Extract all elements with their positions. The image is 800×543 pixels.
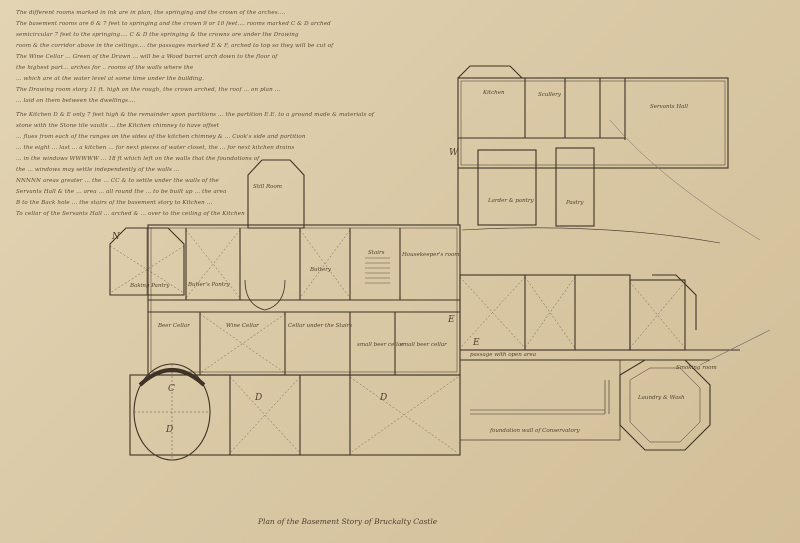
note-line: The different rooms marked in ink are in… <box>16 10 286 16</box>
east-wing <box>459 274 631 351</box>
plan-letter-c: C <box>168 384 175 394</box>
room-label-small-beer-cellar: small beer cellar <box>357 342 404 348</box>
plan-letter-w: W <box>449 148 459 158</box>
plan-letter-e: E <box>473 338 480 348</box>
octagon-tower <box>619 359 711 451</box>
room-label-cellar-under-stairs: Cellar under the Stairs <box>288 323 353 329</box>
oval-room-wall <box>138 368 206 387</box>
note-line: room & the corridor above in the ceiling… <box>16 43 334 49</box>
room-label-butlers-pantry: Butler's Pantry <box>188 282 230 288</box>
note-line: ... the eight ... last ... a kitchen ...… <box>16 145 295 151</box>
yard-path <box>461 227 721 244</box>
left-tower <box>109 227 185 296</box>
pencil-line <box>699 329 771 366</box>
room-label-cellar-2: small beer cellar <box>400 342 447 348</box>
note-line: ... which are at the water level at some… <box>16 76 204 82</box>
plan-letter-d: D <box>255 393 263 403</box>
room-label-kitchen: Kitchen <box>483 90 505 96</box>
east-room <box>629 279 686 351</box>
kitchen-wing-inner <box>460 80 726 166</box>
note-line: The Wine Cellar ... Green of the Drawn .… <box>16 54 278 60</box>
pastry-room <box>555 147 595 227</box>
note-line: NNNNN areas greater ... the ... CC & to … <box>16 178 219 184</box>
plan-letter-d: D <box>380 393 388 403</box>
east-bay <box>652 274 697 330</box>
lower-block <box>129 374 461 456</box>
note-line: To cellar of the Servants Hall ... arche… <box>16 211 245 217</box>
kitchen-wing-outline <box>457 77 729 169</box>
note-line: ... laid on them between the dwellings..… <box>16 98 136 104</box>
drawing-caption: Plan of the Basement Story of Bruckalty … <box>258 517 438 526</box>
note-line: B to the Back hole ... the stairs of the… <box>16 200 213 206</box>
room-label-foundation: foundation wall of Conservatory <box>490 428 580 434</box>
octagon-inner <box>629 367 701 443</box>
note-line: stone with the Stone tile vaults ... the… <box>16 123 220 129</box>
room-label-pastry: Pastry <box>566 200 584 206</box>
note-line: The Drawing room story 11 ft. high on th… <box>16 87 281 93</box>
room-label-buttery: Buttery <box>310 267 331 273</box>
room-label-still-room: Still Room <box>253 184 282 190</box>
note-line: semicircular 7 feet to the springing....… <box>16 32 299 38</box>
room-label-housekeepers-room: Housekeeper's room <box>402 252 460 258</box>
note-line: the ... windows may settle independently… <box>16 167 180 173</box>
room-label-passage: passage with open area <box>470 352 537 358</box>
room-label-larder: Larder & pantry <box>488 198 534 204</box>
kitchen-bay <box>457 65 523 79</box>
spiral-stair <box>244 279 286 311</box>
room-label-scullery: Scullery <box>538 92 561 98</box>
room-label-beer-cellar: Beer Cellar <box>158 323 190 329</box>
room-label-wine-cellar: Wine Cellar <box>226 323 259 329</box>
room-label-baking-pantry: Baking Pantry <box>130 283 170 289</box>
note-line: The Kitchen D & E only 7 feet high & the… <box>16 112 375 118</box>
note-line: ... in the windows WWWWW ... 18 ft which… <box>16 156 260 162</box>
note-line: the highest part... arches for .. rooms … <box>16 65 194 71</box>
pencil-line <box>609 119 761 241</box>
stair-tower <box>247 159 305 229</box>
plan-letter-e: E <box>448 315 455 325</box>
room-label-smoking-room: Smoking room <box>676 365 717 371</box>
plan-letter-n: N <box>112 232 120 242</box>
note-line: The basement rooms are 6 & 7 feet to spr… <box>16 21 331 27</box>
room-label-laundry: Laundry & Wash <box>638 395 685 401</box>
note-line: Servants Hall & the ... area ... all rou… <box>16 189 227 195</box>
conservatory-foundation <box>459 359 621 441</box>
room-label-servants-hall: Servants Hall <box>650 104 688 110</box>
room-label-stairs: Stairs <box>368 250 385 256</box>
larder-room <box>477 149 537 226</box>
note-line: ... flues from each of the ranges on the… <box>16 134 306 140</box>
plan-letter-d: D <box>166 425 174 435</box>
